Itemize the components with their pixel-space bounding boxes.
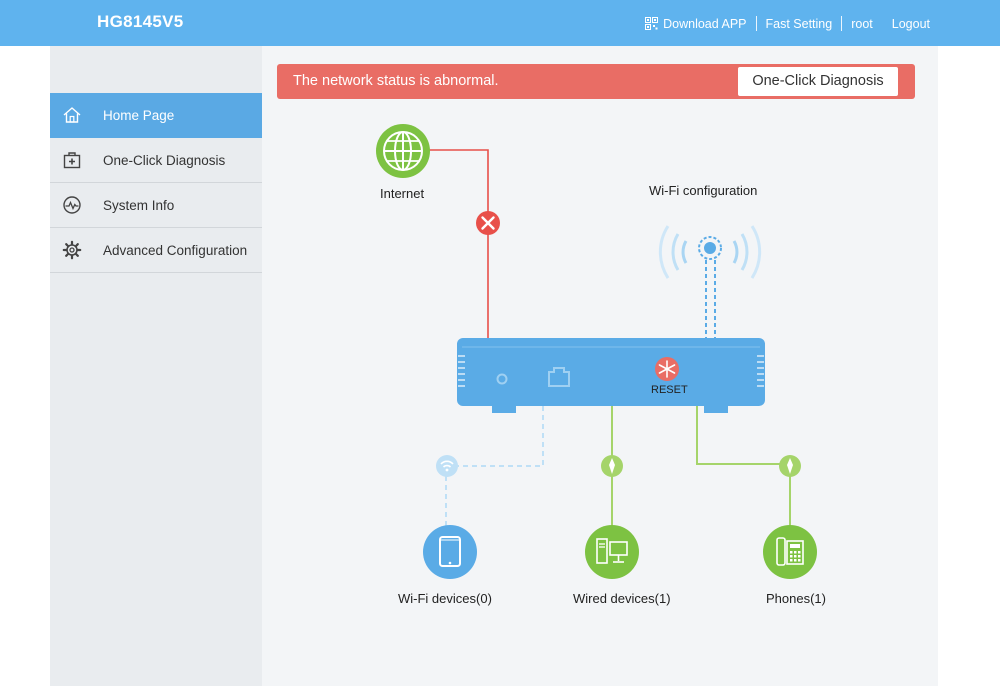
right-margin	[938, 46, 1000, 686]
internet-label: Internet	[380, 186, 425, 201]
sidebar-item-system-info[interactable]: System Info	[50, 183, 262, 228]
sidebar-item-label: System Info	[103, 197, 175, 213]
header-divider	[755, 16, 757, 31]
logout-link[interactable]: Logout	[891, 16, 930, 31]
telephone-icon	[763, 525, 817, 579]
home-icon	[63, 107, 81, 123]
router-device-icon	[457, 338, 765, 413]
wifi-configuration-label[interactable]: Wi-Fi configuration	[649, 183, 758, 198]
sidebar-item-label: One-Click Diagnosis	[103, 152, 226, 168]
sidebar-item-one-click-diagnosis[interactable]: One-Click Diagnosis	[50, 138, 262, 183]
header-divider	[841, 16, 843, 31]
sidebar-nav: Home Page One-Click Diagnosis System Inf…	[50, 93, 271, 273]
main-content: The network status is abnormal. One-Clic…	[262, 46, 938, 686]
username-link[interactable]: root	[851, 16, 873, 31]
wired-devices-label[interactable]: Wired devices(1)	[573, 591, 671, 606]
sidebar-item-label: Advanced Configuration	[103, 242, 248, 258]
wifi-devices-link-line	[458, 406, 544, 467]
reset-button-icon	[655, 357, 679, 381]
fast-setting-link[interactable]: Fast Setting	[765, 16, 833, 31]
alert-message: The network status is abnormal.	[293, 73, 499, 89]
network-topology-diagram	[376, 124, 817, 579]
tablet-icon	[423, 525, 477, 579]
phone-line-node-icon	[779, 455, 801, 477]
ethernet-node-icon	[601, 455, 623, 477]
internet-link-line	[402, 149, 489, 338]
connection-error-icon	[476, 211, 500, 235]
sidebar-item-label: Home Page	[103, 107, 175, 123]
medical-kit-icon	[63, 152, 81, 169]
sidebar-item-advanced-configuration[interactable]: Advanced Configuration	[50, 228, 262, 273]
reset-label: RESET	[651, 384, 688, 396]
download-app-link[interactable]: Download APP	[645, 16, 747, 31]
one-click-diagnosis-button[interactable]: One-Click Diagnosis	[738, 67, 898, 96]
phones-label[interactable]: Phones(1)	[766, 591, 826, 606]
gear-icon	[62, 240, 82, 260]
wifi-signal-icon	[658, 225, 762, 338]
device-model-title: HG8145V5	[97, 12, 184, 31]
wifi-node-icon	[436, 455, 458, 477]
header-links: Download APP Fast Setting root Logout	[645, 16, 930, 31]
download-app-label: Download APP	[663, 16, 747, 31]
desktop-computer-icon	[585, 525, 639, 579]
wifi-devices-label[interactable]: Wi-Fi devices(0)	[398, 591, 492, 606]
phones-link-line	[696, 406, 791, 528]
top-header: HG8145V5 Download APP Fast Setting root …	[0, 0, 1000, 46]
network-status-alert: The network status is abnormal. One-Clic…	[277, 64, 915, 99]
qr-code-icon	[645, 17, 659, 30]
sidebar-item-home-page[interactable]: Home Page	[50, 93, 271, 138]
sidebar: Home Page One-Click Diagnosis System Inf…	[50, 46, 271, 686]
pulse-icon	[63, 196, 81, 214]
internet-globe-icon	[376, 124, 430, 178]
